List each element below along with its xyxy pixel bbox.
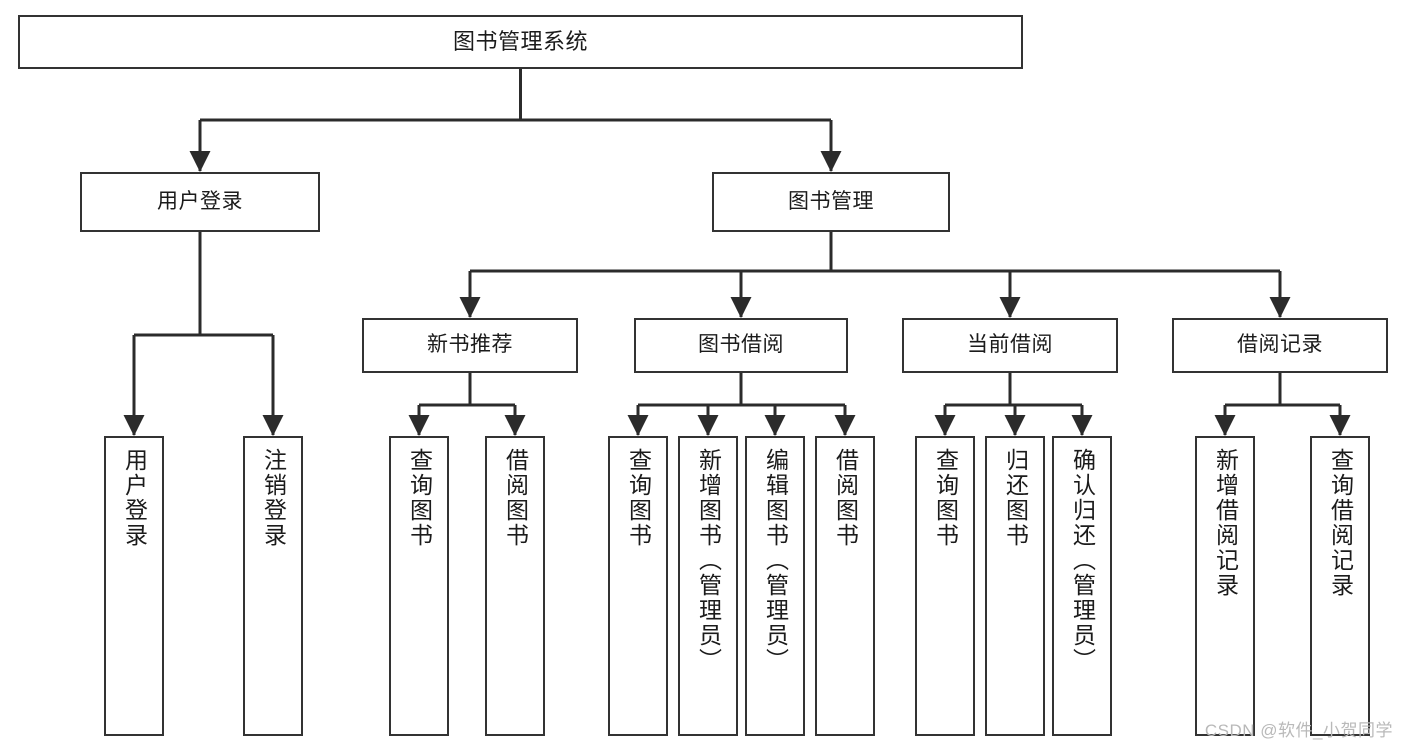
node-leaf4[interactable]: 借阅图书 xyxy=(485,436,545,736)
node-label: 当前借阅 xyxy=(967,333,1053,357)
node-label: 注销登录 xyxy=(260,448,287,548)
node-leaf11[interactable]: 确认归还（管理员） xyxy=(1052,436,1112,736)
node-leaf5[interactable]: 查询图书 xyxy=(608,436,668,736)
node-label: 用户登录 xyxy=(157,189,243,213)
node-leaf9[interactable]: 查询图书 xyxy=(915,436,975,736)
node-leaf8[interactable]: 借阅图书 xyxy=(815,436,875,736)
node-leaf10[interactable]: 归还图书 xyxy=(985,436,1045,736)
node-root[interactable]: 图书管理系统 xyxy=(18,15,1023,69)
node-label: 借阅图书 xyxy=(502,448,529,548)
node-label: 新增图书（管理员） xyxy=(695,448,722,673)
csdn-watermark: CSDN @软件_小贺同学 xyxy=(1204,721,1393,740)
node-newbook[interactable]: 新书推荐 xyxy=(362,318,578,373)
node-current[interactable]: 当前借阅 xyxy=(902,318,1118,373)
node-label: 图书借阅 xyxy=(698,333,784,357)
node-record[interactable]: 借阅记录 xyxy=(1172,318,1388,373)
node-leaf12[interactable]: 新增借阅记录 xyxy=(1195,436,1255,736)
node-label: 编辑图书（管理员） xyxy=(762,448,789,673)
node-leaf6[interactable]: 新增图书（管理员） xyxy=(678,436,738,736)
node-label: 新增借阅记录 xyxy=(1212,448,1239,598)
node-login[interactable]: 用户登录 xyxy=(80,172,320,232)
node-label: 归还图书 xyxy=(1002,448,1029,548)
node-label: 查询图书 xyxy=(406,448,433,548)
node-label: 查询图书 xyxy=(932,448,959,548)
node-label: 新书推荐 xyxy=(427,333,513,357)
node-label: 用户登录 xyxy=(121,448,148,548)
node-leaf7[interactable]: 编辑图书（管理员） xyxy=(745,436,805,736)
node-borrow[interactable]: 图书借阅 xyxy=(634,318,848,373)
node-label: 借阅图书 xyxy=(832,448,859,548)
node-leaf1[interactable]: 用户登录 xyxy=(104,436,164,736)
node-label: 图书管理 xyxy=(788,189,874,213)
node-label: 借阅记录 xyxy=(1237,333,1323,357)
node-label: 图书管理系统 xyxy=(452,29,588,55)
node-label: 确认归还（管理员） xyxy=(1069,448,1096,673)
node-bookmgmt[interactable]: 图书管理 xyxy=(712,172,950,232)
node-leaf3[interactable]: 查询图书 xyxy=(389,436,449,736)
node-leaf13[interactable]: 查询借阅记录 xyxy=(1310,436,1370,736)
node-label: 查询图书 xyxy=(625,448,652,548)
node-label: 查询借阅记录 xyxy=(1327,448,1354,598)
node-leaf2[interactable]: 注销登录 xyxy=(243,436,303,736)
